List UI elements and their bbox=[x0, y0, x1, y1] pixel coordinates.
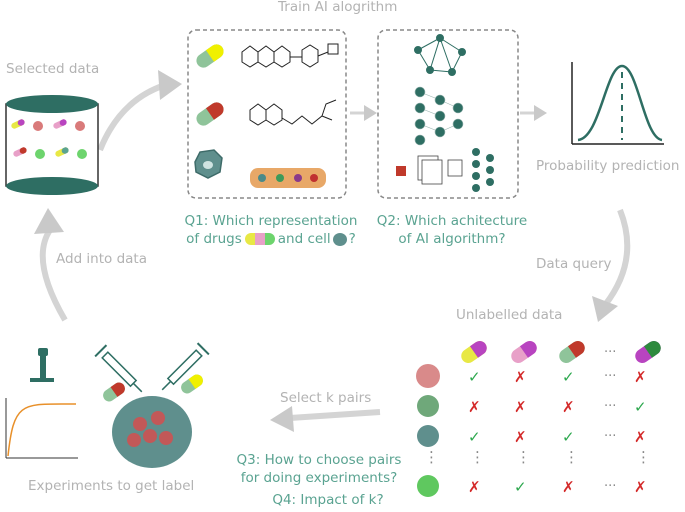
drug-structure-2 bbox=[249, 99, 337, 126]
petri-dish-icon bbox=[112, 396, 192, 468]
experiments-label: Experiments to get label bbox=[28, 478, 195, 494]
q1-line2: of drugs and cell? bbox=[176, 230, 366, 248]
header-pill-2 bbox=[511, 340, 537, 364]
drug-pill-yellow bbox=[181, 374, 203, 394]
arrow-select-k-head bbox=[270, 406, 294, 432]
row-cell-icon-4 bbox=[417, 475, 439, 497]
arrow-train-to-ai-head bbox=[364, 105, 377, 121]
q1-line2a: of drugs bbox=[186, 231, 242, 247]
q2-line1: Q2: Which achitecture bbox=[376, 213, 528, 229]
q1-line1: Q1: Which representation bbox=[184, 213, 358, 229]
q1-cell-icon bbox=[332, 232, 347, 246]
graph-network-icon bbox=[414, 34, 466, 76]
row-cell-icon-2 bbox=[417, 395, 439, 417]
cell-icon bbox=[194, 149, 223, 179]
q3-line2: for doing experiments? bbox=[240, 470, 398, 486]
row-cell-icon-3 bbox=[417, 425, 439, 447]
q2-line2: of AI algorithm? bbox=[398, 231, 506, 247]
q4-text: Q4: Impact of k? bbox=[272, 492, 384, 508]
selected-data-label: Selected data bbox=[6, 61, 100, 77]
syringe-icon-2 bbox=[161, 342, 210, 391]
arrow-add-into-head bbox=[34, 208, 64, 234]
arrow-ai-to-prob-head bbox=[534, 105, 547, 121]
question-q4: Q4: Impact of k? bbox=[258, 491, 398, 509]
probability-label: Probability prediction bbox=[536, 158, 680, 174]
question-q1: Q1: Which representation of drugs and cel… bbox=[176, 212, 366, 248]
q1-line2b: and cell bbox=[277, 231, 331, 247]
arrow-data-query-head bbox=[592, 296, 618, 322]
arrow-to-train bbox=[97, 82, 166, 152]
cell-feature-bar bbox=[250, 168, 326, 188]
header-pill-1 bbox=[461, 340, 487, 364]
add-into-label: Add into data bbox=[56, 251, 147, 267]
q1-pill-icon bbox=[244, 233, 275, 245]
arrow-data-query bbox=[602, 208, 631, 307]
select-k-label: Select k pairs bbox=[280, 390, 372, 406]
arrow-to-train-head bbox=[158, 70, 182, 100]
unlabelled-label: Unlabelled data bbox=[456, 307, 563, 323]
header-pill-3 bbox=[559, 340, 585, 364]
train-label: Train AI alogrithm bbox=[278, 0, 398, 15]
drug-pill-icon bbox=[196, 44, 224, 68]
probability-curve bbox=[571, 62, 664, 145]
arrow-add-into bbox=[39, 228, 68, 322]
arrow-select-k bbox=[289, 409, 381, 421]
cnn-icon bbox=[396, 148, 494, 192]
ai-algorithm-box bbox=[377, 29, 519, 199]
header-pill-4 bbox=[635, 340, 661, 364]
drug-pill-red bbox=[103, 382, 125, 402]
q3-line1: Q3: How to choose pairs bbox=[236, 452, 402, 468]
row-cell-icon-1 bbox=[416, 364, 440, 388]
drug-structure-1 bbox=[241, 43, 339, 68]
q1-line2c: ? bbox=[348, 231, 356, 247]
syringe-icon-1 bbox=[94, 344, 143, 393]
data-query-label: Data query bbox=[536, 256, 612, 272]
question-q2: Q2: Which achitecture of AI algorithm? bbox=[362, 212, 542, 248]
representation-box bbox=[187, 29, 347, 199]
selected-data-cylinder bbox=[5, 95, 99, 195]
growth-curve-icon bbox=[5, 398, 78, 459]
microscope-icon bbox=[30, 348, 54, 382]
neural-network-icon bbox=[414, 86, 464, 146]
drug-pill-icon-2 bbox=[196, 102, 224, 126]
question-q3: Q3: How to choose pairs for doing experi… bbox=[226, 451, 412, 487]
